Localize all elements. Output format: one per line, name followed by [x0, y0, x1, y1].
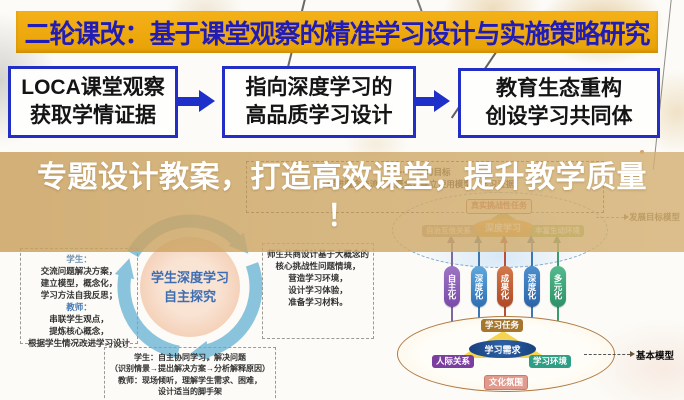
cycle-left-box: 学生： 交流问题解决方案， 建立模型，概念化， 学习方法自我反思； 教师： 串联…	[20, 248, 138, 348]
flow-box-line: 获取学情证据	[30, 104, 156, 127]
cycle-left-line: 提炼核心概念，	[49, 326, 109, 337]
cycle-center-text: 学生深度学习	[150, 269, 229, 285]
cycle-right-line: 核心挑战性问题情境，	[275, 261, 361, 272]
flow-box-observation: LOCA课堂观察 获取学情证据	[8, 66, 178, 138]
cycle-right-line: 师生共商设计基于大概念的	[266, 249, 369, 259]
cycle-left-line: 根据学生情况改进学习设计	[27, 338, 130, 349]
cycle-center-text: 自主探究	[163, 289, 216, 304]
flow-box-design: 指向深度学习的 高品质学习设计	[222, 66, 416, 138]
environment-chip: 学习环境	[529, 355, 572, 369]
cycle-left-line: 串联学生观点，	[49, 314, 109, 325]
student-header: 学生：	[66, 254, 92, 264]
relations-chip: 人际关系	[432, 355, 475, 369]
cycle-right-line: 营造学习环境，	[288, 273, 348, 284]
cycle-left-line: 交流问题解决方案，	[40, 266, 118, 277]
pillar-depth-2: 深度化	[524, 266, 540, 307]
culture-chip: 文化氛围	[484, 375, 529, 391]
pillar-depth: 深度化	[471, 266, 487, 307]
cycle-right-line: 准备学习材料。	[288, 297, 348, 308]
pillar-diversity: 多元化	[550, 266, 566, 307]
arrow-head	[199, 90, 215, 112]
arrow-shaft	[178, 97, 200, 106]
cycle-bottom-box: 学生：自主协同学习，解决问题 （识别情景→提出解决方案→分析解释原因） 教师：现…	[104, 347, 276, 400]
pillar-autonomy: 自主化	[444, 266, 460, 307]
arrow-head	[434, 90, 450, 112]
cycle-bottom-line: 设计适当的脚手架	[158, 387, 222, 397]
flow-box-line: 教育生态重构	[496, 76, 622, 100]
flow-arrow-icon	[413, 90, 451, 112]
cycle-bottom-line: 学生：自主协同学习，解决问题	[134, 353, 246, 362]
slogan: 专题设计教案，打造高效课堂，提升教学质量 ！	[0, 157, 684, 235]
dashed-pointer	[584, 351, 635, 357]
basic-model-label: 基本模型	[636, 351, 675, 362]
banner-title: 二轮课改：基于课堂观察的精准学习设计与实施策略研究	[24, 18, 650, 49]
flow-box-line: LOCA课堂观察	[21, 75, 165, 99]
cycle-left-line: 学习方法自我反思；	[40, 290, 118, 301]
cycle-right-line: 设计学习体验，	[288, 285, 348, 296]
cycle-center-circle: 学生深度学习 自主探究	[140, 237, 240, 337]
flow-arrow-icon	[178, 90, 216, 112]
slogan-line2: ！	[326, 200, 358, 233]
cycle-bottom-line: （识别情景→提出解决方案→分析解释原因）	[110, 364, 270, 374]
flow-box-line: 创设学习共同体	[485, 105, 633, 128]
flow-box-ecology: 教育生态重构 创设学习共同体	[458, 68, 660, 138]
cycle-left-line: 建立模型，概念化，	[40, 278, 118, 289]
pillar-outcome: 成果化	[497, 266, 513, 307]
arrow-shaft	[413, 97, 435, 106]
learning-task-chip: 学习任务	[481, 319, 524, 333]
cycle-bottom-line: 教师：现场倾听，理解学生需求、困难，	[118, 375, 262, 385]
flow-box-line: 指向深度学习的	[245, 75, 393, 99]
learning-need-ellipse: 学习需求	[469, 340, 536, 358]
slogan-line1: 专题设计教案，打造高效课堂，提升教学质量	[37, 161, 647, 194]
flow-box-line: 高品质学习设计	[245, 104, 393, 127]
teacher-header: 教师：	[66, 302, 92, 313]
title-banner: 二轮课改：基于课堂观察的精准学习设计与实施策略研究	[16, 11, 658, 53]
cycle-right-box: 师生共商设计基于大概念的 核心挑战性问题情境， 营造学习环境， 设计学习体验， …	[262, 243, 374, 339]
overlay-band	[0, 152, 684, 252]
pointer-arrow-icon	[630, 351, 635, 357]
